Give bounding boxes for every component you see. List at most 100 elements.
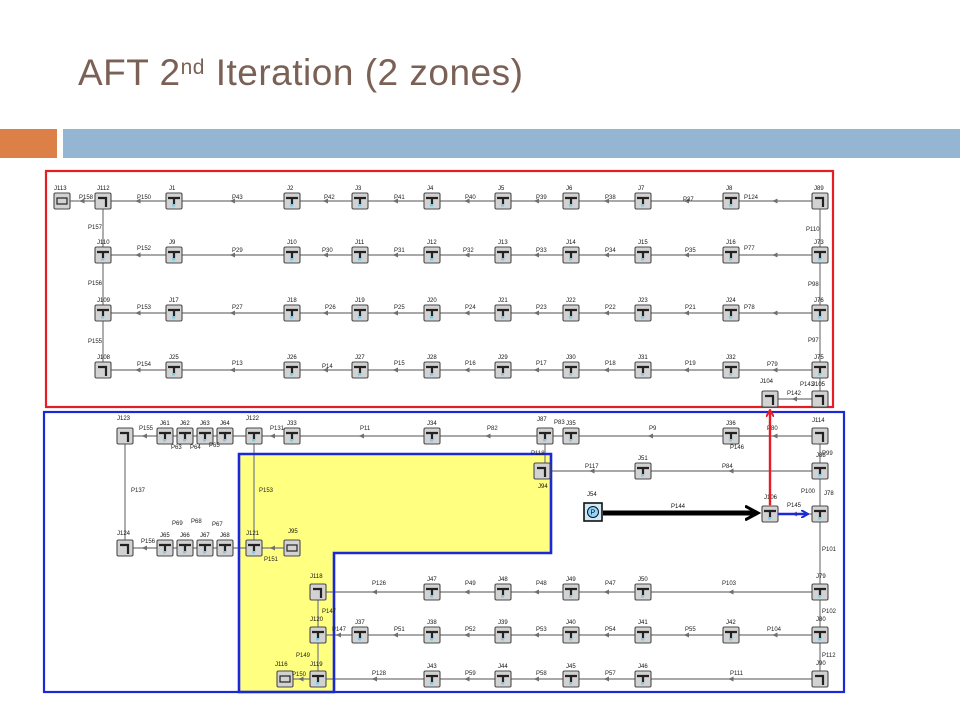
- junction-label: J94: [538, 484, 548, 490]
- flow-arrow: [534, 676, 539, 682]
- junction-j76-tee-icon: [811, 304, 829, 322]
- junction-label: J64: [220, 421, 230, 427]
- junction-label: J67: [200, 533, 210, 539]
- junction-label: J17: [169, 298, 179, 304]
- junction-label: J80: [816, 617, 826, 623]
- pipe-label: P155: [139, 426, 154, 432]
- pipe-label: P153: [259, 488, 274, 494]
- junction-label: J95: [288, 529, 298, 535]
- junction-j15-tee-icon: [634, 246, 652, 264]
- pipe-label: P31: [394, 248, 405, 254]
- pipe-label: P145: [787, 503, 802, 509]
- flow-arrow: [604, 367, 609, 373]
- junction-label: J68: [220, 533, 230, 539]
- junction-j18-tee-icon: [283, 304, 301, 322]
- junction-label: J79: [816, 574, 826, 580]
- junction-label: J30: [566, 355, 576, 361]
- junction-label: J23: [638, 298, 648, 304]
- junction-j29-tee-icon: [494, 361, 512, 379]
- pipe-label: P43: [232, 195, 243, 201]
- junction-label: J109: [97, 298, 111, 304]
- flow-arrow: [135, 252, 141, 258]
- junction-j19-tee-icon: [351, 304, 369, 322]
- junction-label: J26: [287, 355, 297, 361]
- junction-j94-elbow-icon: [533, 462, 551, 480]
- pipe-label: P158: [79, 195, 94, 201]
- flow-arrow: [534, 310, 539, 316]
- pipe-label: P156: [141, 539, 156, 545]
- pipe-label: P40: [465, 195, 476, 201]
- junction-j32-tee-icon: [722, 361, 740, 379]
- flow-arrow: [604, 198, 609, 204]
- pipe-label: P99: [822, 451, 833, 457]
- flow-arrow: [772, 252, 778, 258]
- flow-arrow: [372, 589, 377, 595]
- pipe-label: P63: [171, 445, 182, 451]
- junction-j24-tee-icon: [722, 304, 740, 322]
- junction-label: J38: [427, 620, 437, 626]
- junction-j119-tee-icon: [309, 670, 327, 688]
- pipe-label: P126: [372, 581, 387, 587]
- junction-label: J31: [638, 355, 648, 361]
- junction-label: J22: [566, 298, 576, 304]
- pipe-label: P15: [394, 361, 405, 367]
- flow-arrow: [393, 632, 398, 638]
- flow-arrow: [772, 632, 778, 638]
- slide-title: AFT 2nd Iteration (2 zones): [78, 52, 523, 94]
- junction-label: J66: [180, 533, 190, 539]
- pipe-label: P39: [536, 195, 547, 201]
- junction-label: J2: [287, 186, 294, 192]
- junction-j4-tee-icon: [423, 192, 441, 210]
- flow-arrow: [393, 367, 398, 373]
- pipe-label: P151: [264, 557, 279, 563]
- pipe-label: P112: [822, 653, 836, 659]
- junction-j40-tee-icon: [562, 626, 580, 644]
- junction-j33-tee-icon: [283, 427, 301, 445]
- pipe-label: P68: [191, 519, 202, 525]
- junction-label: J108: [97, 355, 111, 361]
- junction-label: J54: [587, 492, 597, 498]
- pipe-label: P49: [465, 581, 476, 587]
- title-rest: Iteration (2 zones): [204, 52, 524, 93]
- pipe-label: P147: [332, 627, 347, 633]
- junction-j41-tee-icon: [634, 626, 652, 644]
- pipe-label: P128: [372, 671, 387, 677]
- pipe-label: P110: [806, 227, 820, 233]
- junction-j1-tee-icon: [165, 192, 183, 210]
- junction-label: J13: [498, 240, 508, 246]
- pipe-label: P54: [605, 627, 616, 633]
- junction-j37-tee-icon: [351, 626, 369, 644]
- flow-arrow: [684, 252, 689, 258]
- junction-label: J75: [814, 355, 824, 361]
- pipe-label: P29: [232, 248, 243, 254]
- junction-label: J9: [169, 240, 176, 246]
- highlight-zone-border: [237, 452, 553, 694]
- pipe-label: P53: [536, 627, 547, 633]
- pipe-label: P157: [88, 225, 103, 231]
- pipe-label: P16: [465, 361, 476, 367]
- junction-label: J32: [726, 355, 736, 361]
- pipe-label: P48: [536, 581, 547, 587]
- pipe-label: P42: [324, 195, 335, 201]
- pipe-label: P24: [465, 305, 476, 311]
- pipe-label: P13: [232, 361, 243, 367]
- flow-arrow: [485, 433, 491, 439]
- junction-label: J12: [427, 240, 437, 246]
- flow-arrow: [393, 310, 398, 316]
- pipe-label: P21: [685, 305, 696, 311]
- pipe-label: P103: [722, 581, 737, 587]
- pipe-label: P111: [730, 671, 744, 677]
- pipe-label: P30: [322, 248, 333, 254]
- pipe-label: P51: [394, 627, 405, 633]
- junction-label: J78: [824, 491, 834, 497]
- pipe-label: P55: [685, 627, 696, 633]
- accent-bar-blue: [63, 129, 960, 158]
- junction-j25-tee-icon: [165, 361, 183, 379]
- flow-arrow: [464, 632, 470, 638]
- junction-j61-tee-icon: [156, 427, 174, 445]
- junction-label: J4: [427, 186, 434, 192]
- pipe-label: P57: [605, 671, 616, 677]
- junction-label: J27: [355, 355, 365, 361]
- pipe-label: P19: [685, 361, 696, 367]
- pipe-label: P38: [605, 195, 616, 201]
